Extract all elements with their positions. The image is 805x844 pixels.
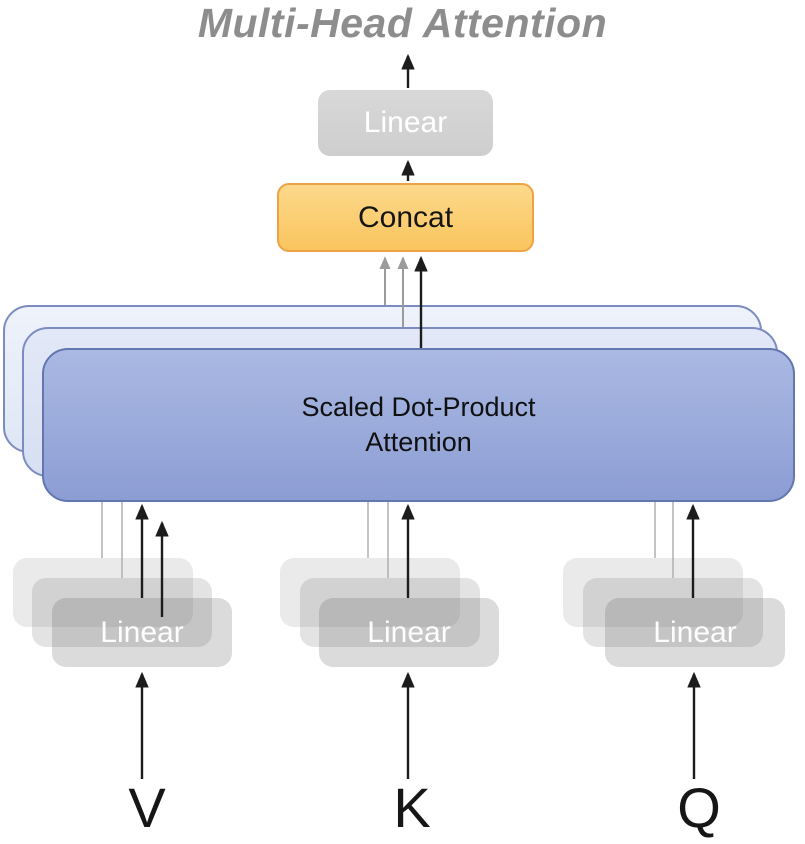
input-label-v: V — [128, 776, 166, 839]
output-linear-box: Linear — [318, 90, 493, 156]
linear-k-box: Linear — [319, 598, 499, 667]
concat-box: Concat — [277, 183, 534, 252]
linear-q-layer-back — [563, 558, 743, 627]
output-linear-label: Linear — [363, 106, 448, 139]
scaled-dot-product-attention-box: Scaled Dot-Product Attention — [42, 348, 795, 502]
input-label-q: Q — [677, 776, 721, 839]
linear-k-layer-back — [280, 558, 460, 627]
concat-label: Concat — [357, 200, 454, 234]
input-label-k: K — [393, 776, 431, 839]
linear-q-box: Linear — [605, 598, 785, 667]
linear-k-label: Linear — [367, 615, 451, 649]
linear-v-box: Linear — [52, 598, 232, 667]
diagram-title: Multi-Head Attention — [197, 0, 608, 46]
attention-label-line1: Scaled Dot-Product — [301, 392, 536, 422]
attention-label-line2: Attention — [365, 427, 472, 457]
linear-v-layer-middle — [32, 578, 212, 647]
linear-k-layer-middle — [300, 578, 480, 647]
linear-q-label: Linear — [653, 615, 737, 649]
linear-v-label: Linear — [100, 615, 184, 649]
linear-q-layer-middle — [583, 578, 763, 647]
